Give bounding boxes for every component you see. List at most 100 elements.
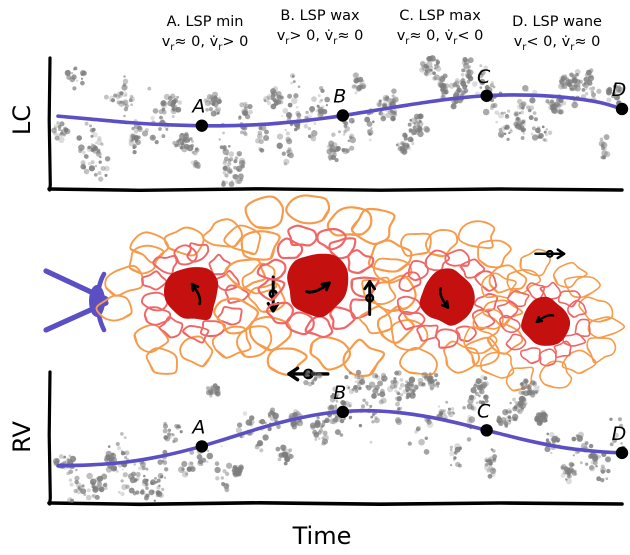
outer-convection-cell [480,272,517,299]
arrow-pivot [545,249,554,258]
outer-convection-cell [539,360,573,389]
phase-heading-C: C. LSP max [399,8,481,24]
outer-convection-cell [390,319,429,351]
inner-convection-cell [143,306,172,326]
panel-star-diagrams [43,194,626,392]
inner-convection-cell [574,318,591,338]
inner-convection-cell [173,244,198,266]
core-pulsation-arrowhead [535,315,544,324]
inner-convection-cell [140,291,169,312]
outer-convection-cell [477,239,512,269]
inner-convection-cell [350,276,380,298]
x-axis-label: Time [292,522,352,550]
star-diagram-A [95,218,286,375]
marker-label-C: C [477,66,491,88]
phase-condition-B: vr> 0, v̇r≈ 0 [277,28,364,47]
inner-convection-cell [557,290,581,308]
observer-velocity-arrow-D [534,248,566,260]
inner-convection-cell [567,299,587,318]
marker-label-C: C [477,400,491,422]
rv-axis-label: RV [8,421,36,453]
outer-convection-cell [213,297,259,335]
outer-convection-cell [95,294,133,322]
marker-point-B [336,405,350,419]
star-diagram-B [213,194,417,382]
outer-convection-cell [179,335,214,368]
marker-label-A: A [190,96,205,118]
phase-heading-D: D. LSP wane [512,14,602,30]
outer-convection-cell [350,207,396,245]
arrow-head [556,248,566,260]
inner-convection-cell [304,315,334,339]
lc-x-axis [47,187,624,193]
inner-convection-cell [434,328,459,349]
outer-convection-cell [372,257,413,284]
phase-vr-D: < 0 [526,34,552,50]
inner-convection-cell [519,347,541,365]
outer-convection-cell [244,195,285,230]
outer-convection-cell [202,218,243,248]
core-pulsation-arrowhead [440,300,450,309]
inner-convection-cell [256,258,287,281]
inner-convection-cell [328,237,357,260]
core-pulsation-arrowhead [320,281,331,292]
phase-vrdot-D: ≈ 0 [574,34,600,50]
inner-convection-cell [459,258,486,279]
arrow-head [287,366,300,382]
outer-convection-cell [104,264,144,297]
phase-condition-D: vr< 0, v̇r≈ 0 [514,34,601,53]
observer-eye-icon [43,268,109,333]
outer-convection-cell [563,275,601,299]
outer-convection-cell [463,326,498,355]
inner-convection-cell [473,293,499,313]
lc-phase-markers: A B C D [190,66,629,132]
eye-pupil [89,285,105,317]
marker-point-A [195,440,209,453]
outer-convection-cell [578,296,614,323]
inner-convection-cell [496,301,519,319]
stellar-core [287,253,349,318]
phase-vrdot-A: > 0 [222,34,248,50]
inner-convection-cell [158,316,184,339]
outer-convection-cell [443,340,480,374]
outer-convection-cell [457,220,496,250]
arrow-pivot [365,293,375,303]
outer-convection-cell [223,224,262,256]
inner-convection-cell [505,333,527,351]
inner-convection-cell [474,270,498,292]
inner-convection-cell [182,324,210,344]
phase-heading-B: B. LSP wax [280,8,360,24]
phase-condition-C: vr≈ 0, v̇r< 0 [397,28,484,47]
marker-label-A: A [190,416,205,438]
inner-convection-cell [539,348,557,367]
phase-annotation-C: C. LSP max vr≈ 0, v̇r< 0 [397,8,484,47]
core-pulsation-arrowhead [190,282,200,292]
inner-convection-cell [265,301,295,325]
phase-condition-A: vr≈ 0, v̇r> 0 [162,34,249,53]
outer-convection-cell [240,230,281,261]
outer-convection-cell [133,323,170,353]
outer-convection-cell [361,276,397,305]
phase-heading-A: A. LSP min [167,14,244,30]
outer-convection-cell [552,261,588,289]
outer-convection-cell [506,268,542,294]
marker-point-C [480,89,493,102]
marker-point-A [195,119,209,132]
inner-convection-cell [140,270,168,291]
phase-vrdot-C: < 0 [457,28,483,44]
outer-convection-cell [309,335,352,371]
marker-label-B: B [333,382,346,404]
inner-convection-cell [287,224,318,247]
outer-convection-cell [519,248,551,277]
outer-convection-cell [285,194,331,225]
marker-label-B: B [333,86,346,108]
outer-convection-cell [211,325,252,359]
outer-convection-cell [400,232,432,257]
marker-label-D: D [612,79,627,101]
outer-convection-cell [266,347,308,377]
rv-y-axis [47,370,52,506]
